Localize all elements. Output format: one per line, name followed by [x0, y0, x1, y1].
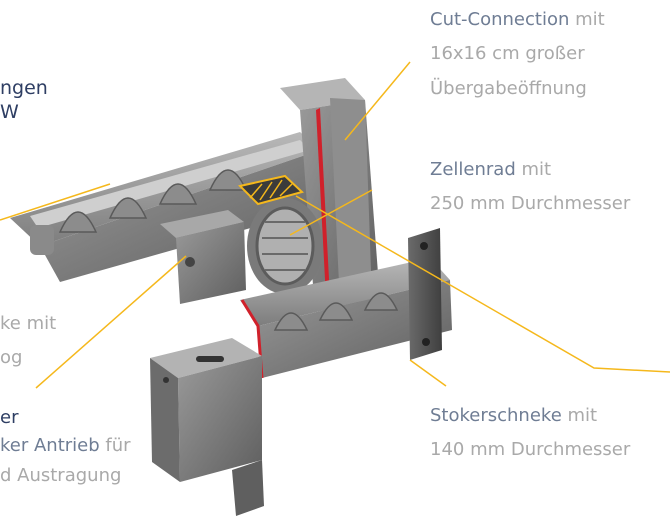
drive-suffix: für — [99, 435, 131, 456]
drive-line-1: er — [0, 407, 19, 428]
stoker-motor-box — [150, 338, 264, 516]
upper-screw-flights — [58, 169, 248, 233]
stoker-name: Stokerschneke — [430, 405, 562, 426]
cut-connection-line-3: Übergabeöffnung — [430, 78, 587, 99]
cut-connection-line-2: 16x16 cm großer — [430, 43, 585, 64]
leader-right — [295, 195, 670, 373]
cut-connection-suffix: mit — [569, 9, 605, 30]
stoker-label: Stokerschneke mit — [430, 402, 597, 430]
heading-line-2: W — [0, 101, 19, 123]
rotary-valve — [247, 198, 323, 294]
drive-line-2: ker Antrieb für — [0, 432, 131, 460]
stoker-line-2: 140 mm Durchmesser — [430, 439, 631, 460]
zellenrad-name: Zellenrad — [430, 159, 516, 180]
lower-screw-flights — [273, 292, 399, 331]
zellenrad-label: Zellenrad mit — [430, 156, 551, 184]
cut-connection-name: Cut-Connection — [430, 9, 570, 30]
drive-line-3: d Austragung — [0, 465, 122, 486]
leader-zellenrad — [289, 189, 373, 236]
leader-lines — [0, 61, 670, 389]
heading-line-1: ngen — [0, 77, 48, 99]
cut-connection-opening — [238, 174, 304, 206]
leader-stoker — [409, 359, 447, 387]
drive-motor — [160, 210, 246, 304]
left-screw-line-2: og — [0, 347, 23, 368]
leader-drive — [35, 255, 187, 389]
cut-connection-label: Cut-Connection mit — [430, 6, 605, 34]
shaft-end — [30, 225, 54, 255]
leader-left-screw — [0, 183, 111, 221]
stoker-suffix: mit — [561, 405, 598, 426]
leader-cut-connection — [344, 61, 411, 141]
drive-name: ker Antrieb — [0, 435, 100, 456]
zellenrad-line-2: 250 mm Durchmesser — [430, 193, 631, 214]
left-screw-line-1: ke mit — [0, 313, 57, 334]
zellenrad-suffix: mit — [515, 159, 552, 180]
